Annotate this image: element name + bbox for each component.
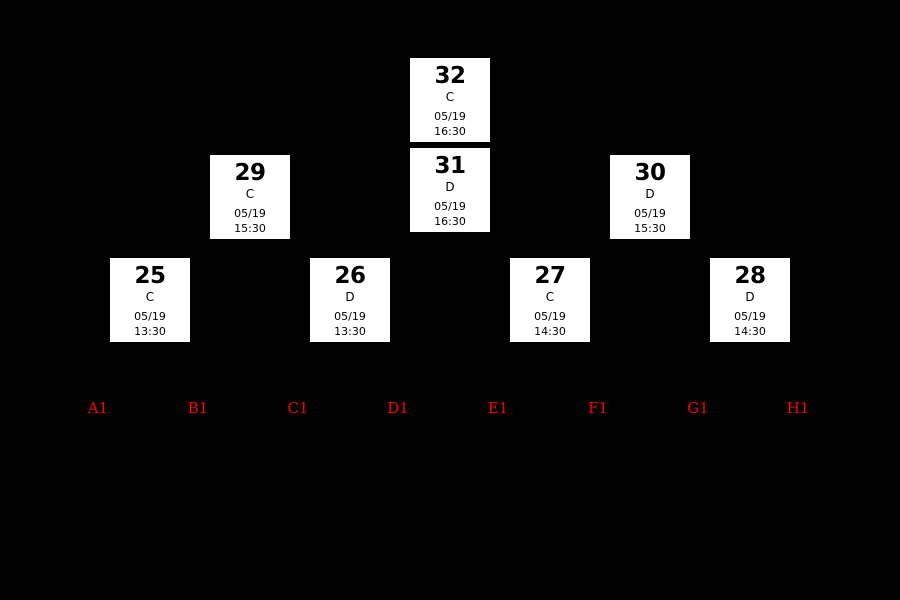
slot-label[interactable]: B1 [187,399,209,417]
match-time: 15:30 [634,222,666,235]
slot-label[interactable]: H1 [786,399,810,417]
match-number: 27 [534,263,566,289]
match-code: C [545,290,555,304]
match-code: C [145,290,155,304]
match-number: 32 [434,63,466,89]
match-time: 15:30 [234,222,266,235]
match-time: 14:30 [534,325,566,338]
match-date: 05/19 [434,110,466,123]
match-code: C [445,90,455,104]
match-date: 05/19 [634,207,666,220]
slot-label[interactable]: E1 [487,399,509,417]
match-number: 28 [734,263,766,289]
match-date: 05/19 [234,207,266,220]
match-time: 14:30 [734,325,766,338]
slot-label[interactable]: A1 [87,399,109,417]
match-date: 05/19 [734,310,766,323]
match-date: 05/19 [134,310,166,323]
match-time: 13:30 [334,325,366,338]
match-code: D [645,187,655,201]
match-time: 16:30 [434,215,466,228]
match-number: 29 [234,160,266,186]
match-code: C [245,187,255,201]
match-time: 13:30 [134,325,166,338]
match-date: 05/19 [434,200,466,213]
match-number: 25 [134,263,166,289]
match-date: 05/19 [534,310,566,323]
slot-label[interactable]: F1 [588,399,608,417]
match-date: 05/19 [334,310,366,323]
match-number: 30 [634,160,666,186]
match-number: 31 [434,153,466,179]
match-code: D [445,180,455,194]
match-code: D [745,290,755,304]
match-code: D [345,290,355,304]
slot-label[interactable]: G1 [687,399,709,417]
match-time: 16:30 [434,125,466,138]
slot-label[interactable]: C1 [287,399,309,417]
slot-label[interactable]: D1 [387,399,409,417]
match-number: 26 [334,263,366,289]
